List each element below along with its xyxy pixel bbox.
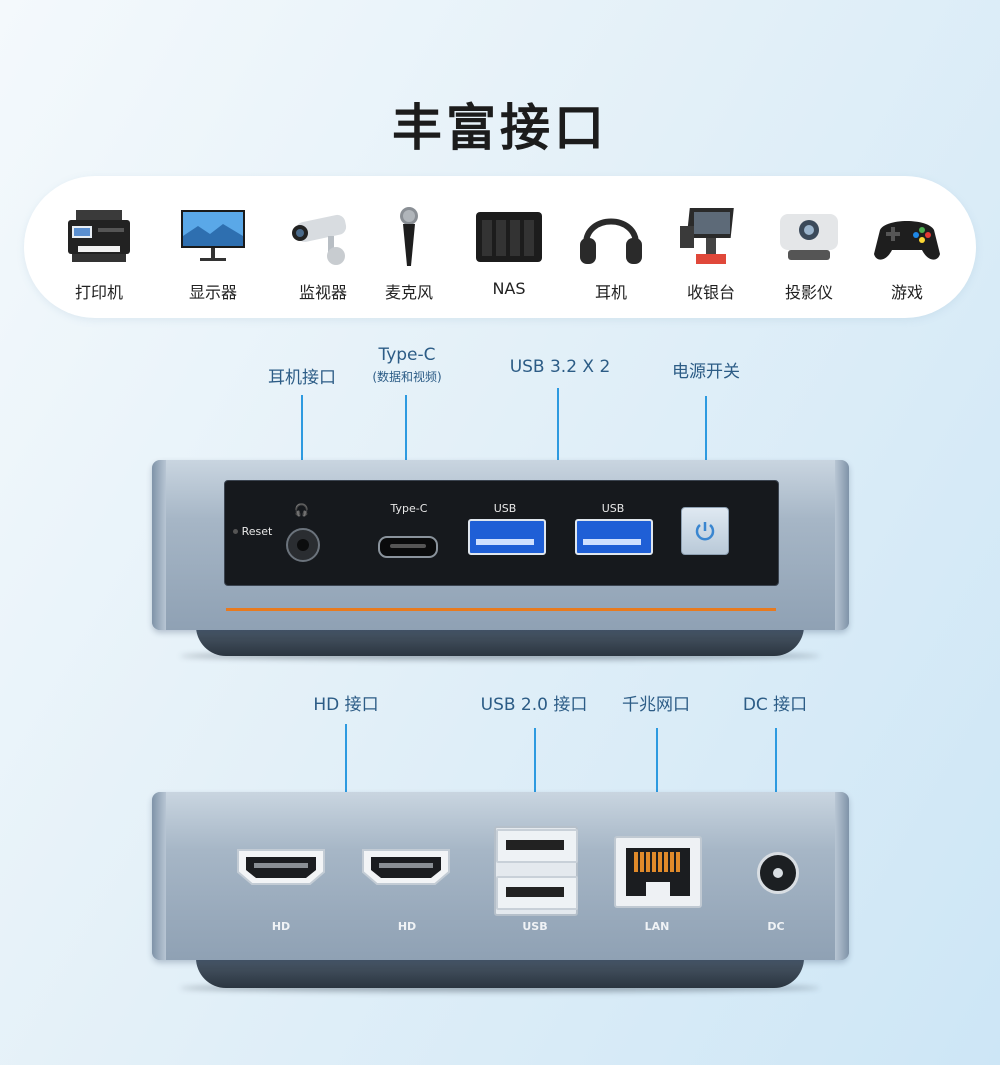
callout-lan: 千兆网口 — [622, 695, 690, 715]
device-label: 耳机 — [594, 283, 627, 302]
dc-jack[interactable] — [757, 852, 799, 894]
headphone-jack[interactable] — [286, 528, 320, 562]
hd-port-label: HD — [271, 920, 291, 933]
device-label: NAS — [492, 279, 526, 298]
device-headphones: 耳机 — [566, 176, 656, 318]
microphone-icon — [400, 207, 418, 266]
shadow — [180, 652, 820, 660]
device-printer: 打印机 — [54, 176, 144, 318]
device-microphone: 麦克风 — [364, 176, 454, 318]
device-monitor: 显示器 — [168, 176, 258, 318]
leader-line — [534, 728, 536, 844]
callout-usb20: USB 2.0 接口 — [480, 695, 588, 715]
printer-icon — [68, 210, 130, 262]
hd-port-label: HD — [397, 920, 417, 933]
nas-icon — [476, 212, 542, 262]
headphone-small-icon: 🎧 — [294, 503, 309, 517]
reset-hole[interactable] — [233, 529, 238, 534]
device-gamepad: 游戏 — [862, 176, 952, 318]
device-label: 收银台 — [686, 283, 735, 302]
device-cash-register: 收银台 — [666, 176, 756, 318]
pc-edge — [152, 792, 166, 960]
lan-port-label: LAN — [644, 920, 670, 933]
callout-headphone-jack: 耳机接口 — [268, 368, 336, 388]
pc-edge — [835, 792, 849, 960]
power-icon — [695, 522, 715, 541]
projector-icon — [780, 214, 838, 260]
leader-line — [557, 388, 559, 494]
callout-dc: DC 接口 — [742, 695, 808, 715]
usb20-port[interactable] — [496, 829, 578, 863]
usb32-port[interactable] — [575, 519, 653, 555]
device-label: 打印机 — [74, 283, 123, 302]
cash-register-icon — [680, 208, 734, 264]
device-label: 显示器 — [188, 283, 237, 302]
dc-port-label: DC — [767, 920, 785, 933]
headphones-icon — [580, 218, 642, 264]
device-label: 投影仪 — [784, 283, 833, 302]
device-camera: 监视器 — [278, 176, 368, 318]
monitor-icon — [181, 210, 245, 261]
usb-panel-label: USB — [493, 502, 517, 515]
device-strip: 打印机 显示器 监视器 麦克风 — [24, 176, 976, 318]
usb-port-label: USB — [522, 920, 548, 933]
callout-hd: HD 接口 — [313, 695, 379, 715]
usb20-port[interactable] — [496, 876, 578, 910]
typec-panel-label: Type-C — [390, 502, 428, 515]
usb-panel-label: USB — [601, 502, 625, 515]
device-label: 监视器 — [298, 283, 347, 302]
pc-base — [196, 956, 804, 988]
pc-edge — [152, 460, 166, 630]
leader-line — [345, 724, 347, 830]
camera-icon — [292, 214, 347, 265]
device-label: 麦克风 — [384, 283, 433, 302]
callout-typec-sub: (数据和视频) — [372, 370, 442, 384]
shadow — [180, 984, 820, 992]
leader-line — [656, 728, 658, 852]
lan-port[interactable] — [614, 836, 702, 908]
power-button[interactable] — [681, 507, 729, 555]
callout-typec: Type-C — [378, 345, 436, 365]
usb32-port[interactable] — [468, 519, 546, 555]
gamepad-icon — [874, 221, 940, 260]
reset-label: Reset — [241, 525, 273, 538]
hdmi-port[interactable] — [236, 848, 326, 886]
pc-edge — [835, 460, 849, 630]
device-label: 游戏 — [890, 283, 923, 302]
page-title: 丰富接口 — [392, 99, 608, 157]
typec-port[interactable] — [378, 536, 438, 558]
pc-base — [196, 626, 804, 656]
device-nas: NAS — [464, 176, 554, 318]
device-projector: 投影仪 — [764, 176, 854, 318]
callout-power-switch: 电源开关 — [672, 362, 740, 382]
hdmi-port[interactable] — [361, 848, 451, 886]
orange-strip — [226, 608, 776, 611]
callout-usb32: USB 3.2 X 2 — [509, 357, 611, 377]
